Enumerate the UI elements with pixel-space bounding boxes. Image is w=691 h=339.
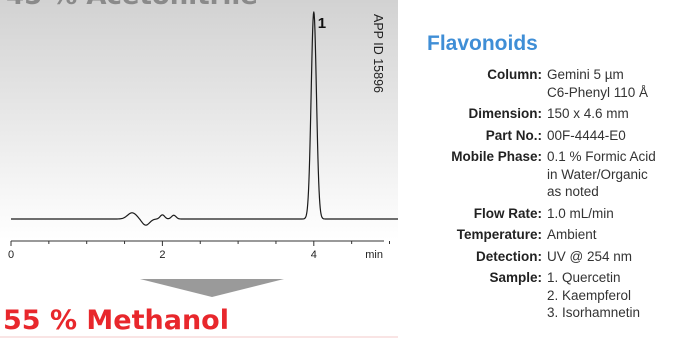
spec-value-line: 00F-4444-E0 — [547, 127, 626, 143]
x-axis-unit-label: min — [365, 249, 383, 261]
spec-row: Flow Rate: 1.0 mL/min — [405, 205, 691, 223]
chromatogram-trace — [10, 11, 398, 226]
bottom-heading: 55 % Methanol — [3, 305, 229, 336]
spec-label: Mobile Phase: — [451, 149, 542, 164]
x-tick-label: 0 — [8, 249, 14, 261]
spec-label: Temperature: — [456, 227, 542, 242]
top-heading: 45 % Acetonitrile — [6, 0, 258, 9]
spec-value-line: 1.0 mL/min — [547, 205, 614, 221]
method-spec-list: Column: Gemini 5 µm C6-Phenyl 110 Å Dimensi… — [405, 66, 691, 326]
spec-value: 1. Quercetin 2. Kaempferol 3. Isorhamnetin — [547, 269, 691, 322]
spec-value-line: as noted — [547, 184, 599, 199]
spec-row: Detection: UV @ 254 nm — [405, 248, 691, 266]
spec-value: 0.1 % Formic Acid in Water/Organic as note… — [547, 148, 691, 201]
spec-row: Sample: 1. Quercetin 2. Kaempferol 3. Isorh… — [405, 269, 691, 322]
spec-label: Dimension: — [468, 106, 542, 121]
spec-label: Flow Rate: — [473, 205, 542, 221]
spec-value-line: in Water/Organic — [547, 166, 648, 182]
spec-label: Detection: — [475, 248, 542, 264]
peak-labels: 12,3 — [318, 15, 326, 32]
spec-label: Column: — [487, 67, 542, 82]
spec-value: 1.0 mL/min — [547, 205, 691, 223]
method-info-panel: Flavonoids Column: Gemini 5 µm C6-Phenyl 1… — [405, 0, 691, 339]
spec-value-line: 150 x 4.6 mm — [547, 106, 629, 121]
watermark-app-id: APP ID 15896 — [371, 14, 385, 93]
spec-value: 150 x 4.6 mm — [547, 105, 691, 123]
spec-label: Sample: — [489, 270, 542, 285]
spec-row: Temperature: Ambient — [405, 226, 691, 244]
x-axis: 02468min — [8, 240, 390, 261]
info-title: Flavonoids — [427, 32, 538, 55]
spec-value-line: 3. Isorhamnetin — [547, 305, 641, 320]
spec-value-line: 2. Kaempferol — [547, 287, 632, 303]
plot-background — [0, 0, 398, 240]
down-arrow-icon — [140, 279, 284, 297]
chromatogram-panel: 02468min 12,3 APP ID 15896 45 % Acetonit… — [0, 0, 398, 338]
spec-row: Column: Gemini 5 µm C6-Phenyl 110 Å — [405, 66, 691, 101]
spec-row: Dimension: 150 x 4.6 mm — [405, 105, 691, 123]
spec-value-line: Gemini 5 µm — [547, 67, 624, 82]
x-tick-label: 2 — [159, 249, 165, 261]
spec-row: Mobile Phase: 0.1 % Formic Acid in Water/O… — [405, 148, 691, 201]
spec-value-line: Ambient — [547, 227, 597, 242]
spec-row: Part No.: 00F-4444-E0 — [405, 127, 691, 145]
spec-value: 00F-4444-E0 — [547, 127, 691, 145]
spec-value-line: UV @ 254 nm — [547, 248, 632, 264]
spec-value: Gemini 5 µm C6-Phenyl 110 Å — [547, 66, 691, 101]
spec-label: Part No.: — [485, 127, 542, 143]
peak-label: 1 — [318, 15, 326, 32]
spec-value: UV @ 254 nm — [547, 248, 691, 266]
spec-value-line: 1. Quercetin — [547, 270, 621, 285]
x-tick-label: 4 — [311, 249, 317, 261]
spec-value-line: 0.1 % Formic Acid — [547, 149, 656, 164]
chromatogram-chart: 02468min 12,3 APP ID 15896 — [0, 0, 398, 338]
spec-value: Ambient — [547, 226, 691, 244]
spec-value-line: C6-Phenyl 110 Å — [547, 84, 649, 100]
